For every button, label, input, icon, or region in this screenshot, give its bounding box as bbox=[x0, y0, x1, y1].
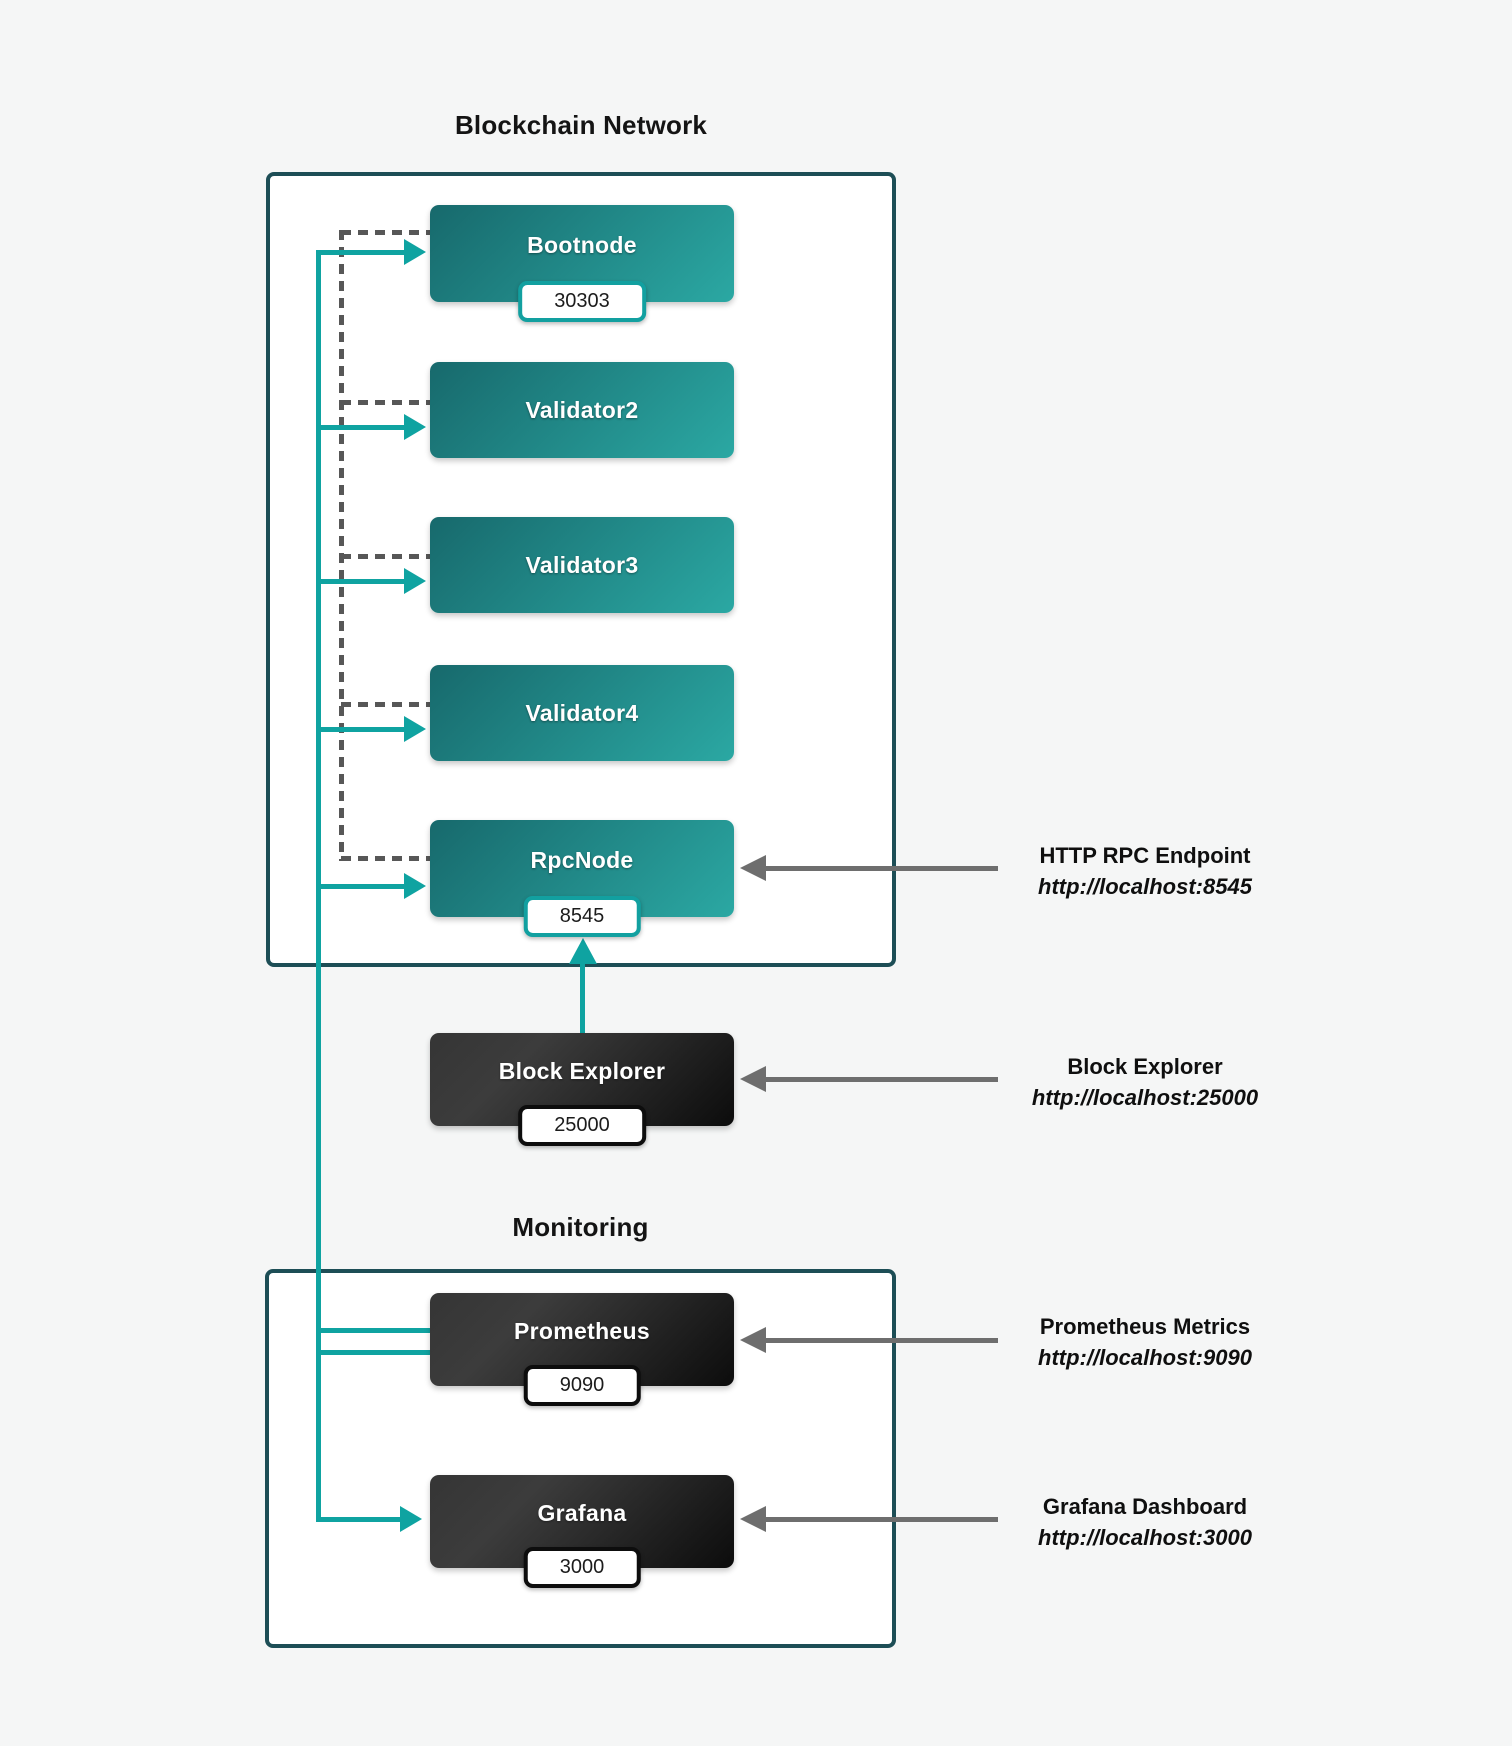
grafana-node: Grafana 3000 bbox=[430, 1475, 734, 1588]
bootnode-label: Bootnode bbox=[527, 232, 637, 258]
annotation-grafana-dashboard: Grafana Dashboard http://localhost:3000 bbox=[1000, 1491, 1290, 1553]
annotation-url: http://localhost:25000 bbox=[1031, 1085, 1259, 1110]
block-explorer-label: Block Explorer bbox=[498, 1058, 666, 1084]
prometheus-node: Prometheus 9090 bbox=[430, 1293, 734, 1406]
explorer-to-rpc-line bbox=[580, 964, 585, 1033]
annotation-prometheus-metrics: Prometheus Metrics http://localhost:9090 bbox=[1000, 1311, 1290, 1373]
grafana-port-badge: 3000 bbox=[523, 1547, 641, 1588]
monitoring-title: Monitoring bbox=[512, 1212, 649, 1242]
teal-link-validator3 bbox=[316, 579, 404, 584]
rpcnode-arrowhead-icon bbox=[404, 873, 426, 899]
validator4-label: Validator4 bbox=[525, 699, 639, 726]
annotation-title: Block Explorer bbox=[1067, 1054, 1223, 1079]
grafana-annotation-arrowhead-icon bbox=[740, 1506, 766, 1532]
annotation-url: http://localhost:8545 bbox=[1038, 874, 1252, 899]
validator2-label: Validator2 bbox=[525, 396, 639, 423]
rpcnode-node: RpcNode 8545 bbox=[430, 820, 734, 937]
block-explorer-port-badge: 25000 bbox=[518, 1105, 646, 1146]
annotation-http-rpc-endpoint: HTTP RPC Endpoint http://localhost:8545 bbox=[1000, 840, 1290, 902]
prometheus-port-badge: 9090 bbox=[523, 1365, 641, 1406]
annotation-url: http://localhost:3000 bbox=[1038, 1525, 1252, 1550]
validator4-arrowhead-icon bbox=[404, 716, 426, 742]
bootnode-port-badge: 30303 bbox=[518, 281, 646, 322]
annotation-title: Grafana Dashboard bbox=[1042, 1494, 1248, 1519]
explorer-annotation-arrow bbox=[766, 1077, 998, 1082]
dashed-link-validator4 bbox=[341, 702, 430, 707]
bootnode-node: Bootnode 30303 bbox=[430, 205, 734, 322]
bootnode-arrowhead-icon bbox=[404, 239, 426, 265]
validator3-node: Validator3 bbox=[430, 517, 734, 613]
dashed-trunk-line bbox=[339, 230, 344, 861]
annotation-url: http://localhost:9090 bbox=[1038, 1345, 1252, 1370]
rpcnode-label: RpcNode bbox=[530, 847, 634, 873]
teal-link-validator4 bbox=[316, 727, 404, 732]
prometheus-annotation-arrow bbox=[766, 1338, 998, 1343]
teal-link-grafana bbox=[316, 1517, 400, 1522]
validator3-arrowhead-icon bbox=[404, 568, 426, 594]
dashed-link-validator3 bbox=[341, 554, 430, 559]
explorer-to-rpc-arrowhead-icon bbox=[569, 938, 597, 964]
teal-link-bootnode bbox=[316, 250, 404, 255]
teal-link-rpcnode bbox=[316, 884, 404, 889]
validator2-node: Validator2 bbox=[430, 362, 734, 458]
teal-link-prometheus-upper bbox=[316, 1328, 430, 1333]
block-explorer-node: Block Explorer 25000 bbox=[430, 1033, 734, 1146]
annotation-title: HTTP RPC Endpoint bbox=[1039, 843, 1251, 868]
explorer-annotation-arrowhead-icon bbox=[740, 1066, 766, 1092]
rpc-annotation-arrow bbox=[766, 866, 998, 871]
grafana-annotation-arrow bbox=[766, 1517, 998, 1522]
dashed-link-rpcnode bbox=[341, 856, 430, 861]
teal-link-validator2 bbox=[316, 425, 404, 430]
teal-link-prometheus-lower bbox=[316, 1350, 430, 1355]
rpcnode-port-badge: 8545 bbox=[523, 896, 641, 937]
grafana-label: Grafana bbox=[537, 1500, 627, 1526]
annotation-block-explorer: Block Explorer http://localhost:25000 bbox=[1000, 1051, 1290, 1113]
validator4-node: Validator4 bbox=[430, 665, 734, 761]
blockchain-network-title: Blockchain Network bbox=[454, 110, 708, 140]
validator2-arrowhead-icon bbox=[404, 414, 426, 440]
prometheus-label: Prometheus bbox=[514, 1318, 650, 1344]
grafana-arrowhead-icon bbox=[400, 1506, 422, 1532]
dashed-link-bootnode bbox=[341, 230, 430, 235]
prometheus-annotation-arrowhead-icon bbox=[740, 1327, 766, 1353]
validator3-label: Validator3 bbox=[525, 551, 639, 578]
rpc-annotation-arrowhead-icon bbox=[740, 855, 766, 881]
dashed-link-validator2 bbox=[341, 400, 430, 405]
annotation-title: Prometheus Metrics bbox=[1039, 1314, 1251, 1339]
